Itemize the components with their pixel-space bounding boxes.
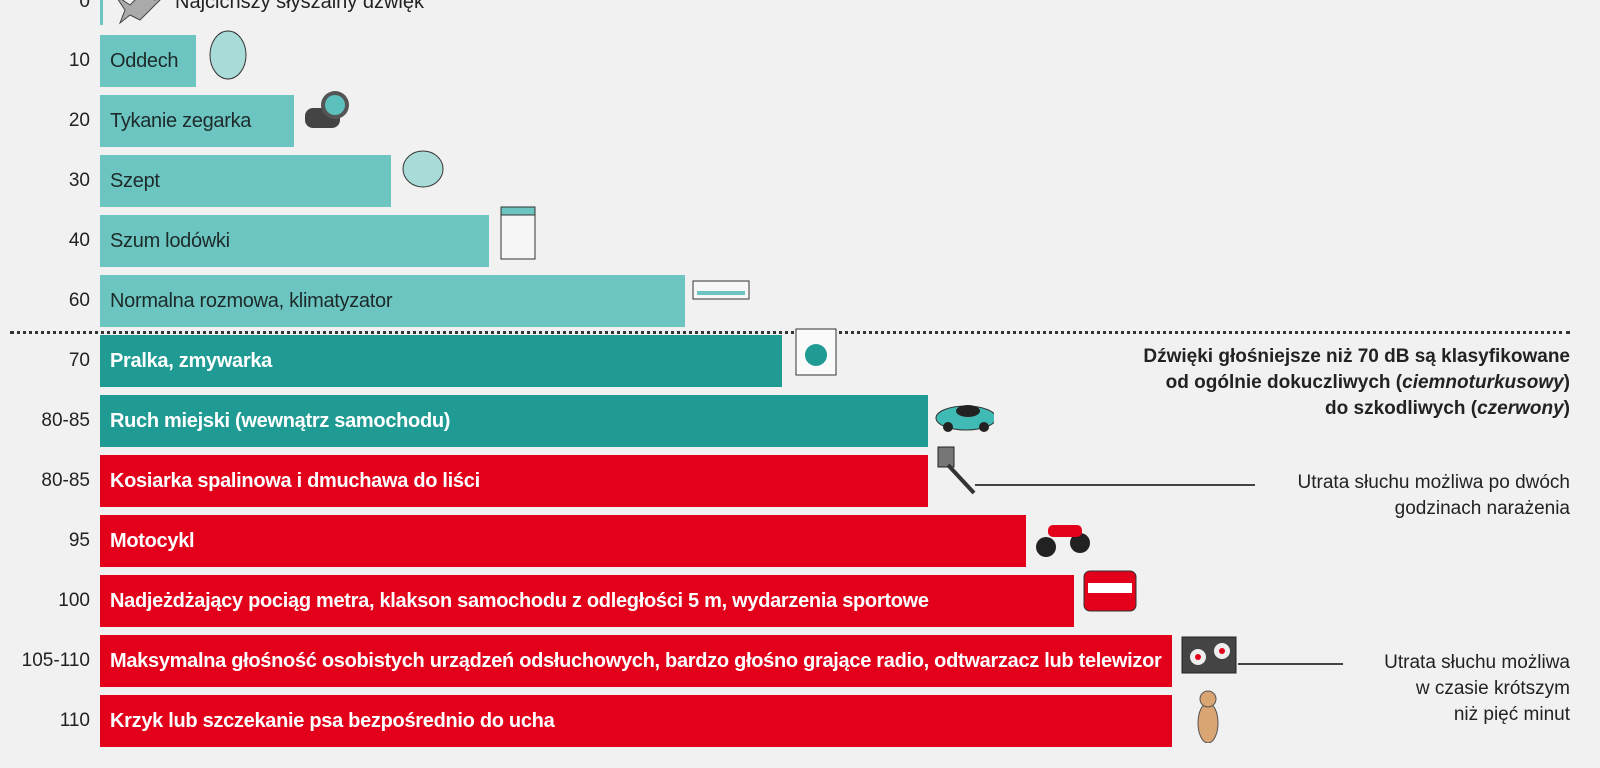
note-line: w czasie krótszym xyxy=(1415,678,1570,699)
motorcycle-icon xyxy=(1036,525,1090,557)
washing-machine-icon xyxy=(795,328,837,376)
bar: Szum lodówki xyxy=(100,215,489,267)
tick-label: 100 xyxy=(58,590,90,611)
dog-icon xyxy=(1197,690,1219,743)
threshold-note: Dźwięki głośniejsze niż 70 dB są klasyfi… xyxy=(1143,344,1570,422)
bar: Kosiarka spalinowa i dmuchawa do liści xyxy=(100,455,928,507)
tick-0: 0 xyxy=(79,0,90,12)
train-icon xyxy=(1083,570,1137,612)
bar-label: Oddech xyxy=(110,49,179,72)
bar: Tykanie zegarka xyxy=(100,95,294,147)
note-line: Utrata słuchu możliwa po dwóch xyxy=(1297,472,1570,493)
tick-label: 40 xyxy=(68,230,90,251)
note-line: godzinach narażenia xyxy=(1394,498,1570,519)
bar-label: Pralka, zmywarka xyxy=(110,349,272,372)
bar-label: Normalna rozmowa, klimatyzator xyxy=(110,289,393,312)
tick-label: 95 xyxy=(68,530,90,551)
tick-label: 80-85 xyxy=(41,470,90,491)
tick-label: 20 xyxy=(68,110,90,131)
threshold-note-line: Dźwięki głośniejsze niż 70 dB są klasyfi… xyxy=(1143,346,1570,367)
tick-label: 110 xyxy=(59,710,90,731)
zero-line xyxy=(100,0,103,25)
threshold-note-line: od ogólnie dokuczliwych (ciemnoturkusowy… xyxy=(1165,372,1570,393)
bar: Oddech xyxy=(100,35,196,87)
bar-label: Maksymalna głośność osobistych urządzeń … xyxy=(110,649,1162,672)
bar: Krzyk lub szczekanie psa bezpośrednio do… xyxy=(100,695,1172,747)
bar-label: Szept xyxy=(110,169,160,192)
bar: Ruch miejski (wewnątrz samochodu) xyxy=(100,395,928,447)
lungs-icon xyxy=(209,30,247,80)
bar: Nadjeżdżający pociąg metra, klakson samo… xyxy=(100,575,1074,627)
tick-label: 60 xyxy=(68,290,90,311)
bar-label: Ruch miejski (wewnątrz samochodu) xyxy=(110,409,451,432)
bar-label: Krzyk lub szczekanie psa bezpośrednio do… xyxy=(110,709,555,732)
zero-label: Najcichszy słyszalny dźwięk xyxy=(175,0,424,13)
bar-label: Tykanie zegarka xyxy=(110,109,252,132)
bar: Maksymalna głośność osobistych urządzeń … xyxy=(100,635,1172,687)
bar: Szept xyxy=(100,155,391,207)
bar-label: Motocykl xyxy=(110,529,195,552)
bar-label: Nadjeżdżający pociąg metra, klakson samo… xyxy=(110,589,929,612)
leader-line-two-hours xyxy=(975,484,1255,486)
leaf-icon xyxy=(117,0,161,25)
five-minutes-note: Utrata słuchu możliwa w czasie krótszym … xyxy=(1384,650,1570,728)
tick-label: 10 xyxy=(68,50,90,71)
air-conditioner-icon xyxy=(692,280,750,300)
speaker-icon xyxy=(1181,636,1237,674)
tick-label: 80-85 xyxy=(41,410,90,431)
fridge-icon xyxy=(500,206,536,260)
bar: Normalna rozmowa, klimatyzator xyxy=(100,275,685,327)
tick-label: 105-110 xyxy=(21,650,90,671)
bar: Motocykl xyxy=(100,515,1026,567)
note-line: Utrata słuchu możliwa xyxy=(1384,652,1570,673)
leaf-blower-icon xyxy=(937,446,976,495)
bar-label: Kosiarka spalinowa i dmuchawa do liści xyxy=(110,469,480,492)
tick-label: 30 xyxy=(68,170,90,191)
two-hours-note: Utrata słuchu możliwa po dwóch godzinach… xyxy=(1298,470,1570,522)
threshold-note-line: do szkodliwych (czerwony) xyxy=(1325,398,1570,419)
threshold-divider xyxy=(10,331,1570,334)
bar-label: Szum lodówki xyxy=(110,229,230,252)
bar: Pralka, zmywarka xyxy=(100,335,782,387)
speech-bubble-icon xyxy=(402,150,444,188)
watch-icon xyxy=(305,91,349,128)
note-line: niż pięć minut xyxy=(1453,704,1570,725)
car-icon xyxy=(935,405,994,432)
tick-label: 70 xyxy=(68,350,90,371)
leader-line-five-minutes xyxy=(1238,663,1343,665)
